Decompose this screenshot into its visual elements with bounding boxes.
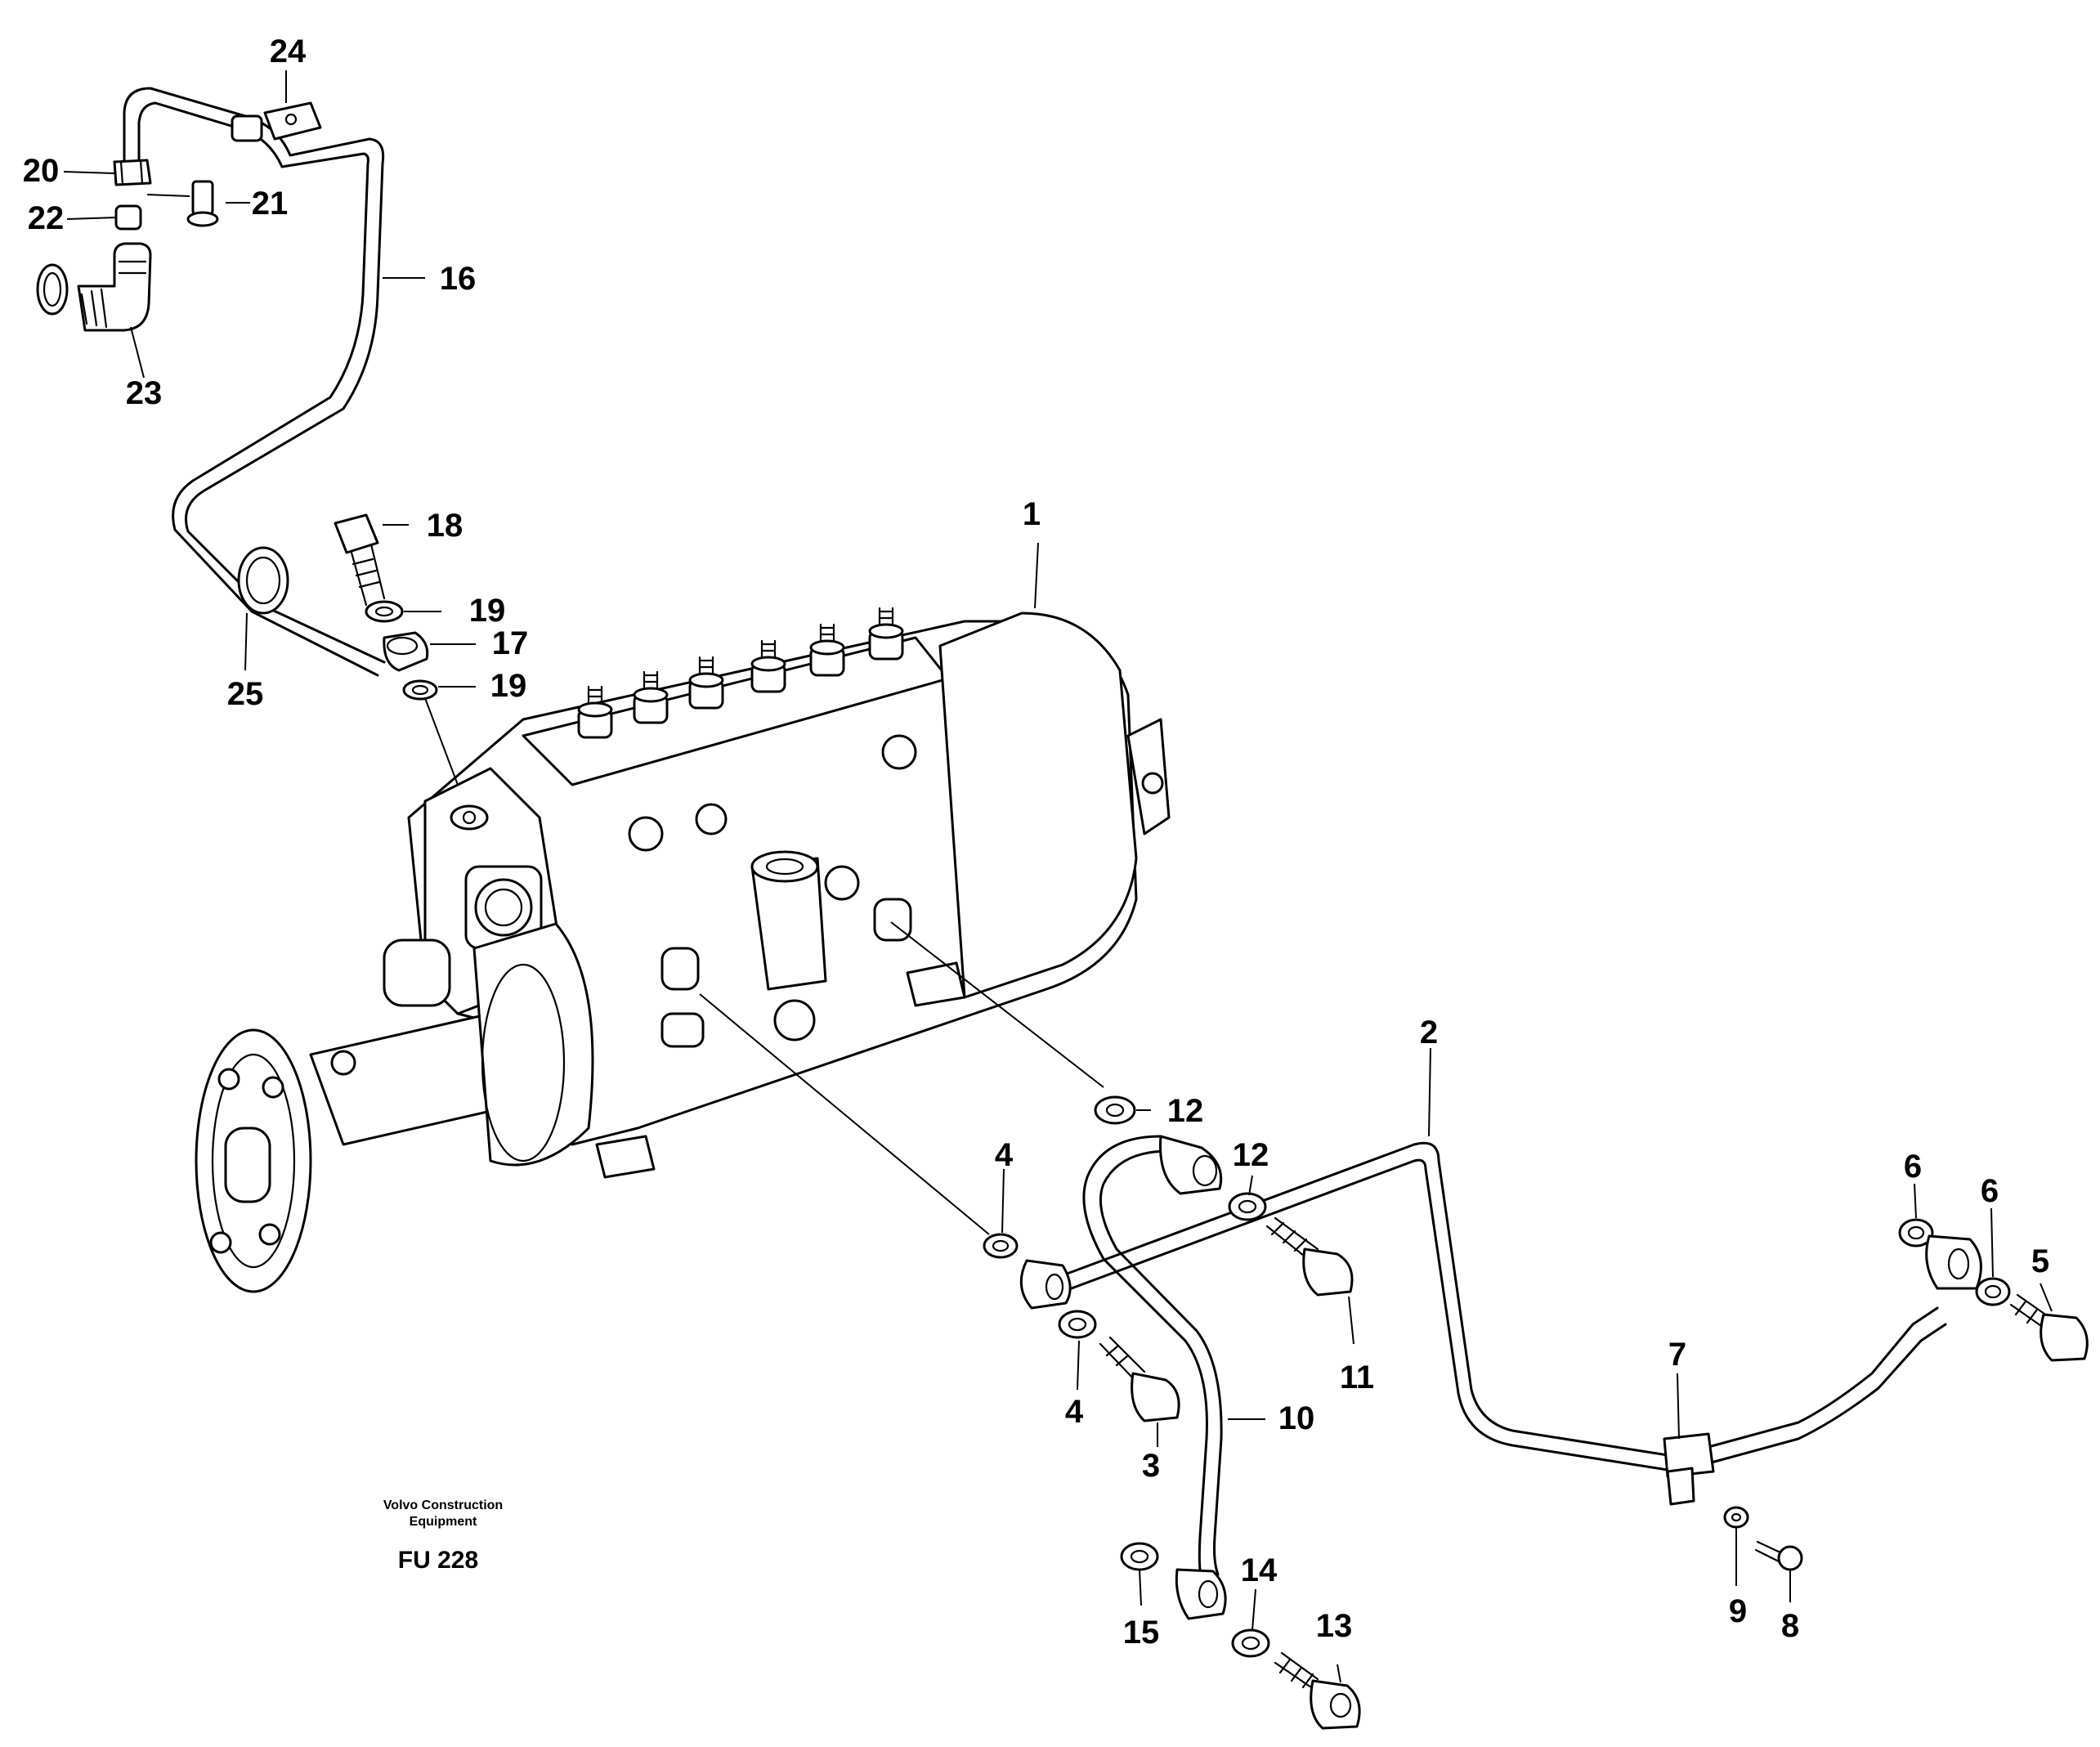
hollow-screw-11 [1265,1216,1354,1297]
callout-12-lower: 12 [1233,1137,1269,1173]
callout-12-upper: 12 [1167,1093,1204,1129]
banjo-fitting-pipe2-left [1019,1259,1072,1310]
washer-14 [1231,1628,1270,1658]
banjo-fitting-pipe10-upper [1159,1135,1223,1195]
drive-coupling [195,922,594,1293]
hollow-screw-13 [1274,1651,1361,1730]
leader-4-pump [699,993,990,1235]
washer-12-lower [1228,1192,1267,1221]
washer-6-right [1975,1277,2011,1306]
washer-6-left [1898,1218,1934,1248]
figure-code: FU 228 [398,1547,478,1574]
callout-19-lower: 19 [490,668,527,704]
callout-11: 11 [1340,1360,1374,1395]
hollow-screw-3 [1099,1336,1180,1422]
washer-15 [1120,1542,1159,1571]
callout-4-lower: 4 [1065,1394,1084,1430]
brand-line-2: Equipment [410,1515,477,1529]
washer-19-upper [365,600,404,623]
fuel-pipe-2 [1061,1141,1947,1472]
olive-22 [114,204,142,231]
callout-9: 9 [1729,1593,1747,1629]
callout-21: 21 [252,186,289,222]
callout-18: 18 [427,508,463,544]
callout-17: 17 [492,625,529,661]
banjo-fitting-right [1925,1234,1982,1290]
plug-21 [186,180,219,227]
banjo-nut-20 [113,159,152,186]
leader-12-pump [890,921,1104,1088]
callout-2: 2 [1420,1015,1438,1050]
washer-4-upper [983,1233,1019,1259]
pipe-clip-7 [1663,1432,1715,1506]
callout-14: 14 [1241,1552,1278,1588]
screw-8 [1754,1540,1803,1571]
washer-9 [1723,1506,1749,1529]
callout-24: 24 [270,34,307,69]
callout-23: 23 [126,375,163,411]
fuel-pipe-10 [1082,1135,1223,1579]
brand-line-1: Volvo Construction [383,1498,503,1512]
callout-19-upper: 19 [469,593,506,629]
washer-19-lower [402,679,438,701]
callout-15: 15 [1123,1615,1160,1651]
callout-13: 13 [1316,1608,1353,1644]
callout-6-left: 6 [1904,1149,1922,1185]
callout-20: 20 [23,153,60,189]
hollow-screw-18 [334,513,386,607]
callout-10: 10 [1278,1400,1315,1436]
pipe-clip-24 [231,101,322,142]
pipe-clamp-25 [237,546,289,615]
callout-3: 3 [1142,1448,1160,1484]
callout-leaders [63,70,2053,1683]
hollow-screw-5 [2009,1293,2089,1362]
washer-12-upper [1094,1095,1136,1125]
caption-block: Volvo Construction Equipment FU 228 [383,1498,503,1574]
overflow-pipe-16 [123,87,386,677]
banjo-fitting-pipe10-lower [1175,1568,1227,1620]
callout-labels: 1 2 3 4 4 5 6 6 7 8 9 10 11 12 12 13 14 … [23,34,2049,1651]
callout-7: 7 [1668,1337,1686,1373]
callout-5: 5 [2031,1243,2049,1279]
banjo-fitting-17 [383,631,429,672]
callout-6-right: 6 [1981,1173,1999,1209]
callout-4-upper: 4 [995,1137,1014,1173]
leader-19-pump [424,697,459,786]
callout-22: 22 [28,200,65,236]
callout-1: 1 [1023,496,1041,532]
callout-25: 25 [227,676,264,712]
callout-8: 8 [1781,1608,1799,1644]
callout-16: 16 [440,261,477,297]
washer-4-lower [1058,1310,1097,1339]
elbow-union-23 [36,242,152,332]
delivery-valves [577,607,904,739]
